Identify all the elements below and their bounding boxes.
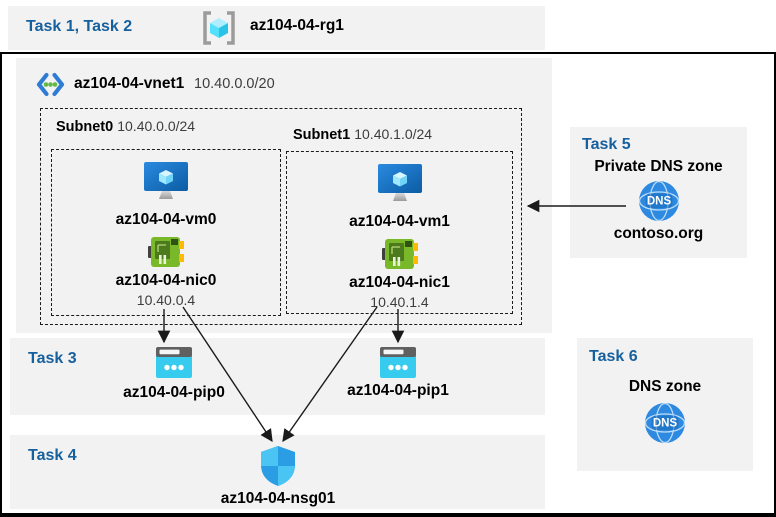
task4-band: Task 4 az104-04-nsg01 xyxy=(10,435,545,509)
subnet1-label: Subnet1 10.40.1.0/24 xyxy=(293,126,432,143)
subnet1-name: Subnet1 xyxy=(293,127,351,143)
task5-box: Task 5 Private DNS zone DNS contoso.org xyxy=(570,127,747,258)
network-interface-icon xyxy=(381,239,418,269)
pip0-group: az104-04-pip0 xyxy=(114,347,234,402)
main-border xyxy=(0,52,776,517)
subnets-container: Subnet0 10.40.0.0/24 az104-04-vm0 xyxy=(40,108,522,325)
nsg-group: az104-04-nsg01 xyxy=(218,446,338,508)
vnet-name: az104-04-vnet1 xyxy=(74,75,185,92)
network-interface-icon xyxy=(148,237,184,267)
resource-group-name: az104-04-rg1 xyxy=(250,17,344,34)
network-security-group-icon xyxy=(261,446,295,486)
task6-label: Task 6 xyxy=(589,348,638,365)
subnet0-cidr: 10.40.0.0/24 xyxy=(117,118,196,134)
dns-badge-text: DNS xyxy=(653,418,678,430)
private-dns-zone-title: Private DNS zone xyxy=(594,158,723,175)
task3-band: Task 3 az104-04-pip0 az104-04-pip1 xyxy=(10,338,545,415)
vm1-name: az104-04-vm1 xyxy=(349,213,450,230)
subnet1-box: az104-04-vm1 az104-04-nic1 10.40.1.4 xyxy=(286,151,513,314)
dns-zone-icon: DNS xyxy=(644,402,686,444)
public-ip-icon xyxy=(156,347,192,378)
subnet0-name: Subnet0 xyxy=(56,119,114,135)
pip0-name: az104-04-pip0 xyxy=(123,384,225,401)
virtual-network-icon xyxy=(36,72,65,97)
nsg-name: az104-04-nsg01 xyxy=(220,490,336,507)
nic0-private-ip: 10.40.0.4 xyxy=(136,292,196,308)
task5-label: Task 5 xyxy=(582,136,631,153)
virtual-machine-icon xyxy=(377,164,422,201)
vnet-cidr: 10.40.0.0/20 xyxy=(194,76,275,92)
contoso-zone-name: contoso.org xyxy=(613,225,704,242)
nic0-name: az104-04-nic0 xyxy=(115,272,217,289)
dns-zone-icon: DNS xyxy=(638,180,679,222)
task1-2-label: Task 1, Task 2 xyxy=(26,18,133,35)
task1-2-band: Task 1, Task 2 az104-04-rg1 xyxy=(8,6,545,50)
public-ip-icon xyxy=(380,347,416,378)
dns-zone-title: DNS zone xyxy=(628,378,702,395)
resource-group-icon xyxy=(203,11,235,45)
subnet1-cidr: 10.40.1.0/24 xyxy=(354,126,433,142)
vm0-name: az104-04-vm0 xyxy=(115,211,217,228)
pip1-group: az104-04-pip1 xyxy=(338,347,458,400)
subnet0-label: Subnet0 10.40.0.0/24 xyxy=(56,118,195,135)
task6-box: Task 6 DNS zone DNS xyxy=(577,338,753,471)
vnet-area: az104-04-vnet1 10.40.0.0/20 Subnet0 10.4… xyxy=(16,58,552,333)
subnet0-box: az104-04-vm0 az104-04-nic0 10.40.0.4 xyxy=(51,149,281,316)
virtual-machine-icon xyxy=(144,162,188,199)
nic1-private-ip: 10.40.1.4 xyxy=(370,294,429,310)
task3-label: Task 3 xyxy=(28,350,77,367)
pip1-name: az104-04-pip1 xyxy=(347,382,449,399)
task4-label: Task 4 xyxy=(28,447,77,464)
dns-badge-text: DNS xyxy=(646,196,671,208)
nic1-name: az104-04-nic1 xyxy=(349,274,450,291)
